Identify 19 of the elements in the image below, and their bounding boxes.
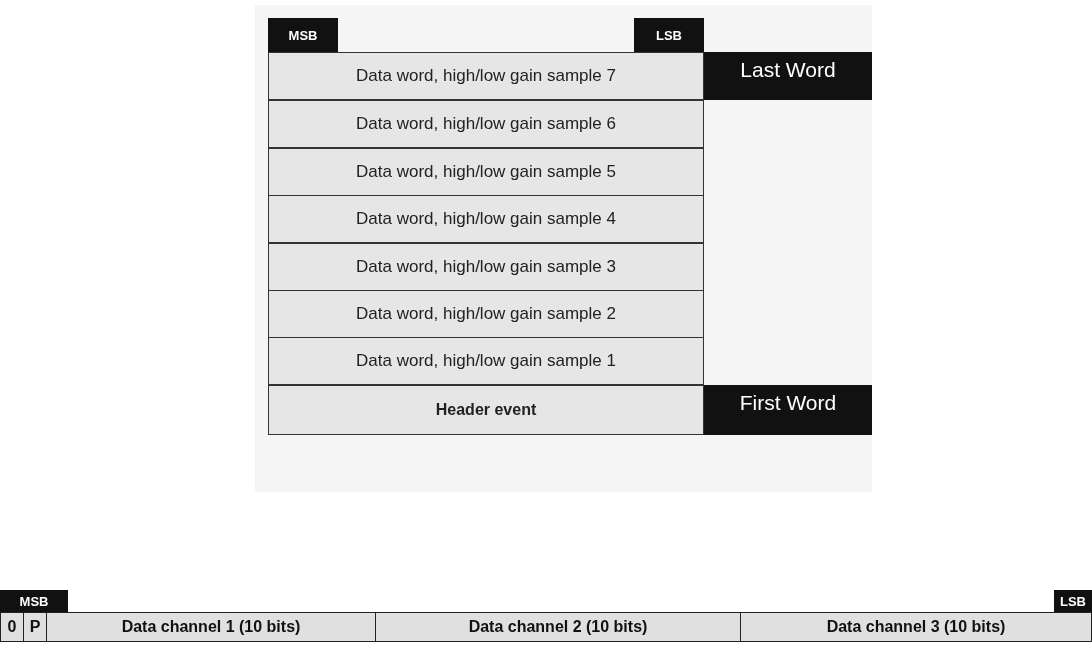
data-word-row: Data word, high/low gain sample 3 — [268, 243, 704, 291]
bit-field: 0 — [0, 612, 24, 642]
channel-field: Data channel 2 (10 bits) — [375, 612, 741, 642]
channel-field: Data channel 3 (10 bits) — [740, 612, 1092, 642]
bit-field: P — [23, 612, 47, 642]
data-word-row: Data word, high/low gain sample 2 — [268, 290, 704, 338]
word-tag: Last Word — [704, 52, 872, 100]
bit-label: MSB — [0, 590, 68, 612]
data-word-row: Data word, high/low gain sample 6 — [268, 100, 704, 148]
bit-label: LSB — [634, 18, 704, 52]
channel-field: Data channel 1 (10 bits) — [46, 612, 376, 642]
data-word-row: Data word, high/low gain sample 7 — [268, 52, 704, 100]
data-word-row: Data word, high/low gain sample 5 — [268, 148, 704, 196]
data-word-row: Data word, high/low gain sample 1 — [268, 337, 704, 385]
data-word-row: Data word, high/low gain sample 4 — [268, 195, 704, 243]
bit-label: MSB — [268, 18, 338, 52]
word-tag: First Word — [704, 385, 872, 435]
bit-label: LSB — [1054, 590, 1092, 612]
header-row: Header event — [268, 385, 704, 435]
